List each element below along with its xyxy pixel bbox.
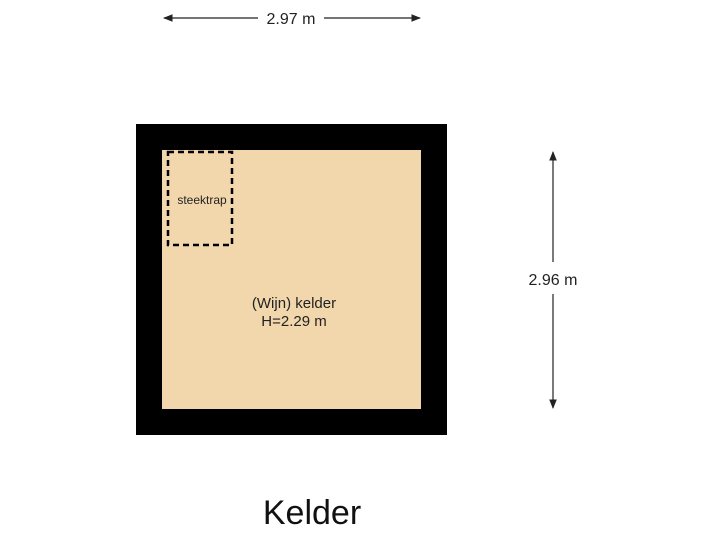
stair-outline bbox=[166, 150, 234, 247]
height-dimension-label: 2.96 m bbox=[529, 272, 578, 289]
floor-title: Kelder bbox=[262, 494, 362, 532]
stair-label: steektrap bbox=[177, 193, 227, 207]
height-dimension: 2.96 m bbox=[529, 151, 578, 409]
room-name: (Wijn) kelder bbox=[252, 295, 336, 312]
room-height: H=2.29 m bbox=[261, 313, 326, 330]
room-floor bbox=[162, 150, 421, 409]
width-dimension: 2.97 m bbox=[163, 11, 421, 28]
width-dimension-label: 2.97 m bbox=[267, 11, 316, 28]
